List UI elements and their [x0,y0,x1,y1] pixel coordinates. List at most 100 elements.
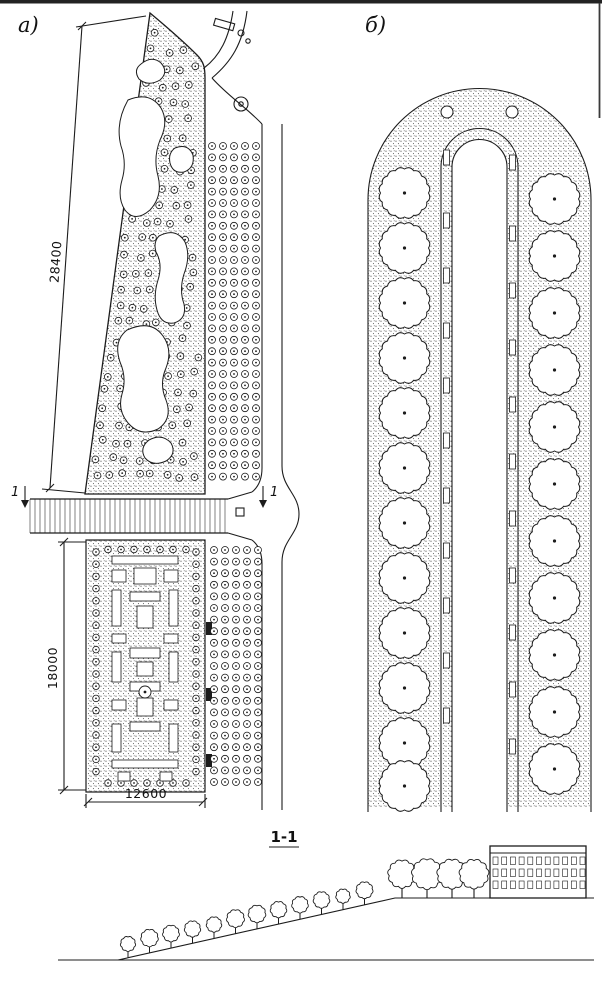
tree-center-dot [179,373,182,376]
tree-center-dot [222,407,224,410]
section-marker-right: 1 [270,485,278,500]
tree-center-dot [211,327,213,330]
tree-center-dot [148,472,151,475]
tree-center-dot [233,224,235,227]
tree-center-dot [158,204,161,207]
tree-center-dot [233,350,235,353]
tree-center-dot [255,350,257,353]
tree-center-dot [190,169,193,172]
tree-center-dot [211,418,213,421]
tree-center-dot [195,599,197,602]
tree-center-dot [95,612,97,614]
tree-center-dot [244,430,246,432]
tree-center-dot [222,259,224,261]
tree-center-dot [145,323,148,325]
tree-center-dot [402,741,407,745]
tree-center-dot [552,539,557,543]
tree-center-dot [190,184,192,187]
tree-center-dot [224,734,226,737]
tree-center-dot [233,179,235,182]
tree-center-dot [149,47,152,50]
tree-center-dot [255,293,257,296]
tree-center-dot [195,636,197,639]
road-edge [281,124,300,810]
tree-center-dot [213,781,215,783]
tree-center-dot [131,218,134,220]
tree-center-dot [115,442,117,445]
tree-center-dot [257,653,259,656]
window [518,880,525,889]
tree-center-dot [402,191,407,195]
tree-center-dot [173,189,176,191]
section-view [58,845,594,961]
tree-center-dot [147,272,150,274]
tree-center-dot [211,441,213,444]
tree-center-dot [552,482,557,486]
dim-tick [198,797,208,807]
tree-center-dot [255,190,257,193]
bench [509,282,516,299]
tree-center-dot [244,418,246,421]
tree-center-dot [195,685,197,688]
tree-center-dot [244,327,246,330]
tree-center-dot [244,167,246,170]
tree-crown [226,909,245,929]
window [501,856,508,865]
tree-center-dot [222,338,224,341]
tree-center-dot [99,424,101,427]
window [553,868,560,877]
tree-center-dot [142,308,145,310]
parterre-bed [159,771,173,782]
tree-center-dot [185,307,188,309]
tree-center-dot [211,202,213,204]
tree-center-dot [222,167,224,170]
tree-center-dot [246,572,248,575]
tree-center-dot [224,630,226,633]
tree-center-dot [244,475,246,478]
tree-center-dot [244,247,246,250]
outer-outline [367,87,592,812]
tree-center-dot [255,156,257,159]
tree-center-dot [224,618,226,621]
road-edge [211,10,248,79]
tree-center-dot [224,723,226,725]
tree-center-dot [244,316,246,318]
tree-center-dot [193,476,196,478]
tree-center-dot [233,281,235,284]
tree-center-dot [95,636,97,639]
tree-center-dot [235,607,237,609]
tree-center-dot [244,452,246,455]
tree-center-dot [163,167,166,170]
tree-center-dot [235,746,237,749]
alley-outline [451,138,508,812]
tree-center-dot [213,653,215,656]
tree-center-dot [255,407,257,410]
tree-center-dot [257,618,259,621]
window [518,856,525,865]
tree-center-dot [179,355,182,357]
tree-center-dot [195,746,197,749]
tree-center-dot [192,392,195,395]
tree-center-dot [224,549,226,551]
tree-center-dot [222,190,224,193]
tree-center-dot [120,288,122,291]
alley-head-tree [440,105,454,119]
bench [509,154,516,171]
tree-center-dot [186,204,189,207]
tree-center-dot [257,630,259,633]
dim-tick [59,785,69,795]
tree-center-dot [119,387,121,390]
tree-center-dot [255,464,257,467]
parterre-bed [163,633,179,644]
tree-center-dot [402,576,407,580]
tree-center-dot [255,373,257,375]
plan-a-garden [85,539,212,793]
tree-center-dot [95,709,97,712]
tree-center-dot [188,406,191,409]
tree-center-dot [159,548,161,551]
plan-b-trees [378,167,581,812]
tree-center-dot [174,85,177,88]
tree-center-dot [222,281,224,284]
tree-center-dot [187,117,190,120]
